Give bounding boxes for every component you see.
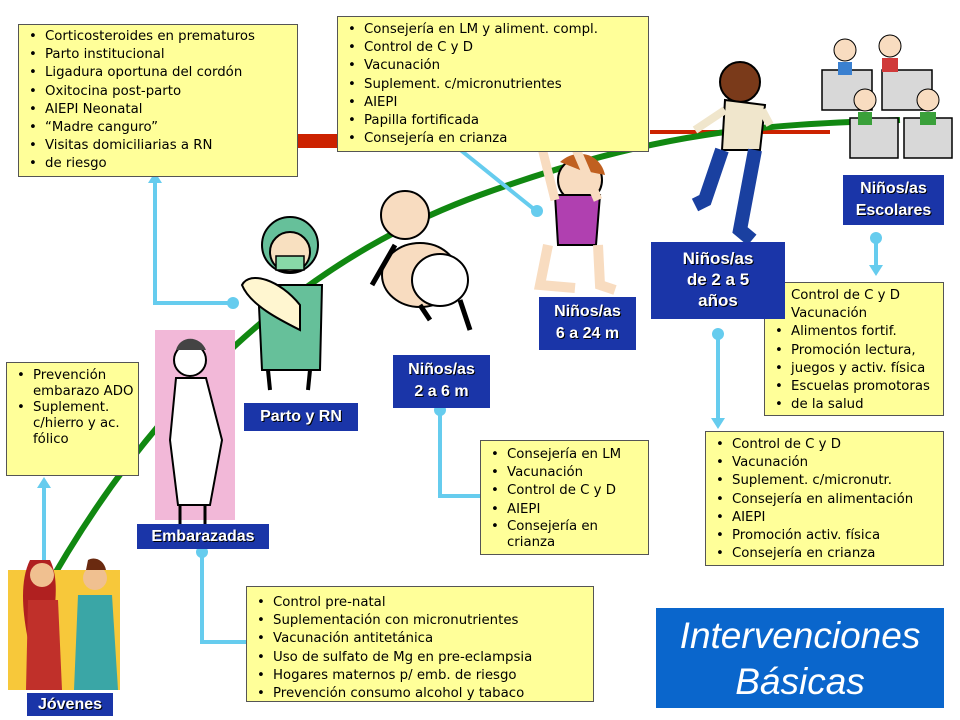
- connectors: [42, 146, 878, 644]
- stage-label-parto-rn: Parto y RN: [244, 403, 358, 431]
- list-item: Suplement. c/micronutr.: [716, 472, 943, 490]
- list-item: de riesgo: [29, 155, 297, 173]
- running-child-illustration: [691, 61, 774, 246]
- list-item: Ligadura oportuna del cordón: [29, 64, 297, 82]
- doctor-with-newborn-illustration: [240, 216, 324, 391]
- pregnant-woman-illustration: [155, 330, 235, 525]
- toddler-illustration: [534, 133, 617, 295]
- list-item: Uso de sulfato de Mg en pre-eclampsia: [257, 649, 593, 667]
- young-couple-illustration: [8, 558, 120, 690]
- list-item: AIEPI: [348, 94, 648, 112]
- list-item: Control pre-natal: [257, 594, 593, 612]
- list-item: Suplement. c/micronutrientes: [348, 76, 648, 94]
- stage-label-line: Niños/as: [860, 180, 927, 197]
- list-item: AIEPI Neonatal: [29, 101, 297, 119]
- list-item: de la salud: [775, 396, 943, 414]
- list-item: Control de C y D: [716, 436, 943, 454]
- title-line: Intervenciones: [679, 615, 921, 656]
- list-item: Control de C y D: [775, 287, 943, 305]
- list-item: Parto institucional: [29, 46, 297, 64]
- stage-label-embarazadas: Embarazadas: [137, 524, 269, 549]
- list-item: Consejería en crianza: [348, 130, 648, 148]
- list-item: Alimentos fortif.: [775, 323, 943, 341]
- list-item: Promoción lectura,: [775, 342, 943, 360]
- stage-label-ninos-2-6: Niños/as 2 a 6 m: [393, 355, 490, 408]
- embarazadas-interventions-box: Control pre-natal Suplementación con mic…: [246, 586, 594, 703]
- stage-label-line: 6 a 24 m: [555, 325, 620, 342]
- list-item: Vacunación: [348, 57, 648, 75]
- list-item: “Madre canguro”: [29, 119, 297, 137]
- list-item: Suplementación con micronutrientes: [257, 612, 593, 630]
- list-item: Consejería en LM: [491, 446, 648, 464]
- parto-interventions-box: Corticosteroides en prematuros Parto ins…: [18, 24, 298, 177]
- stage-label-line: Niños/as: [408, 361, 475, 378]
- stage-label-line: Niños/as: [554, 303, 621, 320]
- timeline-bar-left: [296, 134, 344, 148]
- list-item: Vacunación: [775, 305, 943, 323]
- stage-label-line: Escolares: [855, 202, 932, 219]
- list-item: Escuelas promotoras: [775, 378, 943, 396]
- stage-label-jovenes: Jóvenes: [27, 693, 113, 716]
- stage-label-ninos-2-5: Niños/as de 2 a 5 años: [651, 242, 785, 319]
- diagram-title: Intervenciones Básicas: [656, 608, 944, 708]
- crawling-baby-illustration: [369, 190, 473, 331]
- list-item: Vacunación: [716, 454, 943, 472]
- list-item: AIEPI: [491, 501, 648, 519]
- school-children-illustration: [821, 34, 953, 159]
- list-item: Consejería en alimentación: [716, 491, 943, 509]
- list-item: Vacunación: [491, 464, 648, 482]
- list-item: Papilla fortificada: [348, 112, 648, 130]
- connector-ninos-2-6: [438, 410, 480, 498]
- ninos-2-6-interventions-box: Consejería en LM Vacunación Control de C…: [480, 440, 649, 555]
- list-item: Consejería en crianza: [716, 545, 943, 563]
- list-item: Consejería en LM y aliment. compl.: [348, 21, 648, 39]
- list-item: Control de C y D: [348, 39, 648, 57]
- jovenes-interventions-box: Prevención embarazo ADO Suplement. c/hie…: [6, 362, 139, 476]
- list-item: Oxitocina post-parto: [29, 83, 297, 101]
- list-item: Corticosteroides en prematuros: [29, 28, 297, 46]
- stage-label-line: años: [698, 291, 738, 310]
- list-item: Prevención consumo alcohol y tabaco: [257, 685, 593, 703]
- list-item: Consejería en crianza: [491, 519, 648, 551]
- connector-embarazadas: [200, 552, 255, 644]
- list-item: Control de C y D: [491, 482, 648, 500]
- stage-label-line: 2 a 6 m: [414, 383, 469, 400]
- escolares-interventions-box: Control de C y D Vacunación Alimentos fo…: [764, 282, 944, 416]
- stage-label-line: Niños/as: [682, 249, 754, 268]
- list-item: juegos y activ. física: [775, 360, 943, 378]
- list-item: Promoción activ. física: [716, 527, 943, 545]
- ninos-6-24-interventions-box: Consejería en LM y aliment. compl. Contr…: [337, 16, 649, 152]
- list-item: Hogares maternos p/ emb. de riesgo: [257, 667, 593, 685]
- connector-parto: [153, 182, 232, 305]
- list-item: Visitas domiciliarias a RN: [29, 137, 297, 155]
- list-item: Prevención embarazo ADO: [17, 368, 138, 400]
- stage-label-escolares: Niños/as Escolares: [843, 175, 944, 225]
- title-line: Básicas: [735, 661, 865, 702]
- list-item: Suplement. c/hierro y ac. fólico: [17, 400, 138, 448]
- stage-label-line: de 2 a 5: [686, 270, 750, 289]
- ninos-2-5-interventions-box: Control de C y D Vacunación Suplement. c…: [705, 431, 944, 566]
- list-item: Vacunación antitetánica: [257, 630, 593, 648]
- stage-label-ninos-6-24: Niños/as 6 a 24 m: [539, 297, 636, 350]
- list-item: AIEPI: [716, 509, 943, 527]
- connector-ninos-6-24: [456, 146, 537, 212]
